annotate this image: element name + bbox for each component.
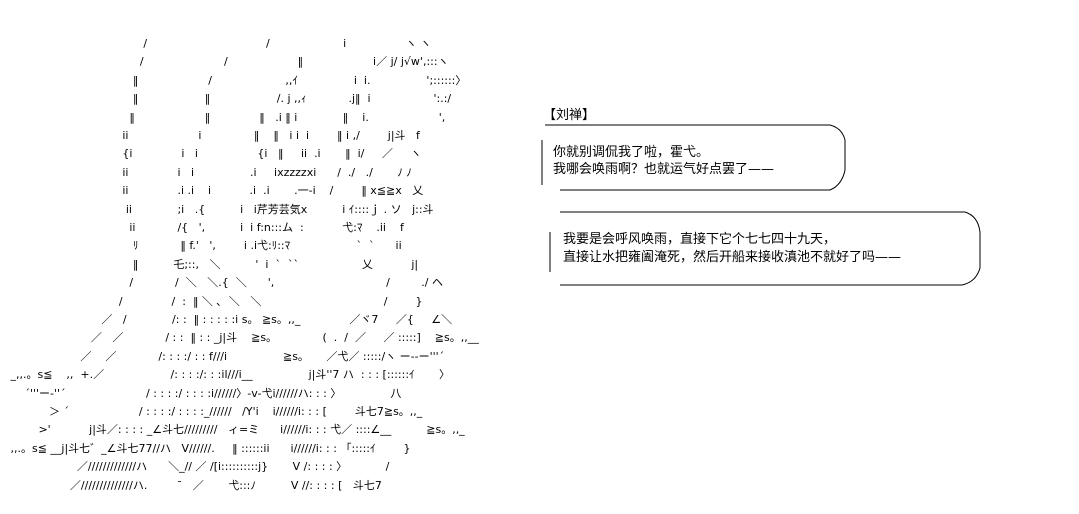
ascii-art-line: / / : ‖ ＼ ､ ＼ ＼ / }	[0, 294, 423, 308]
ascii-art-line: ‖ ‖ ‖ .i ‖ i ‖ i. ',	[0, 110, 446, 124]
ascii-art-line: ii .i .i i .i .i .一-i / ‖ x≦≧x 乂	[0, 184, 424, 198]
ascii-art-line: _,,.。s≦ ,, +.／ /: : : :/: : :il///i__ j|…	[0, 368, 451, 382]
ascii-art-line: / / ‖ i／ j/ j√w',:::ヽ	[0, 55, 449, 69]
ascii-art-line: ii ;i .{ i i芹芳芸気x i ｲ::::ｊ . ソ j::斗	[0, 202, 434, 216]
bubble-top-line-2: 我哪会唤雨啊？也就运气好点罢了——	[553, 162, 775, 177]
ascii-art-line: ／ ／ /: : : :/ : : f///i ≧s。 ／弋／ :::::/ヽ …	[0, 349, 445, 363]
ascii-art-line: ＞ ´ / : : : :/ : : : :_////// /Y'i i////…	[0, 405, 423, 418]
ascii-art-line: ii i i .i ixzzzzxi / ./ ./ ﾉ ﾉ	[0, 165, 412, 179]
ascii-art-line: ´'''ー-''´ / : : : :/ : : : :i//////〉-v-弋…	[0, 386, 402, 400]
ascii-art-line: >' j|斗／: : : : _∠斗七///////// ィ=ミ i//////…	[0, 423, 465, 437]
bubble-top-line-1: 你就别调侃我了啦，霍弋。	[553, 145, 710, 160]
ascii-art-line: ／//////////////ハ. ̄ ／ 弋:::ﾉ V //: : : : …	[0, 478, 382, 492]
ascii-art-line: / / ＼ ＼.{ ＼ ', / ./ ヘ	[0, 276, 443, 290]
bubble-bottom-line-2: 直接让水把雍阖淹死，然后开船来接收滇池不就好了吗——	[563, 250, 902, 265]
ascii-art-line: ,,.。s≦ __j|斗七゛_∠斗七77//ハ V//////. ‖ :::::…	[0, 441, 411, 455]
ascii-art-line: ‖ ‖ /. j ,,ｨ .j‖ i ':.:/	[0, 92, 452, 106]
speaker-name-label: 【刘禅】	[543, 108, 596, 123]
ascii-art-line: / / i ヽ ヽ	[0, 37, 432, 50]
ascii-art-line: ‖ 乇;::, ＼ ' i ` `` 乂 j|	[0, 257, 419, 271]
ascii-art-line: ／/////////////ハ ＼_// ／ /[i::::::::::j} V…	[0, 460, 390, 474]
ascii-art-line: ﾘ ‖ f.' ', i .i弋:ﾘ::ﾏ ` ` ii	[0, 239, 402, 253]
ascii-art-line: ii i ‖ ‖ i i i ‖ i ,/ j|斗 f	[0, 129, 420, 142]
ascii-art-line: ／ / /: : ‖ : : : : :i s。 ≧s。,,_ ／ヾ7 ／{ ∠…	[0, 313, 453, 326]
ascii-art-line: {i i i {i ‖ ii .i ‖ i/ ／ ヽ	[0, 147, 422, 161]
ascii-art-line: ‖ / ,,ｲ i i. ';::::::〉	[0, 73, 467, 87]
ascii-art-line: ／ ／ / : : ‖ : : _j|斗 ≧s。 ( . / ／ ／ :::::…	[0, 331, 479, 345]
bubble-bottom-line-1: 我要是会呼风唤雨，直接下它个七七四十九天，	[563, 232, 837, 247]
ascii-art-line: ii /{ ', i i f:n:::ム : 弋:ﾏ .ii f	[0, 221, 404, 234]
